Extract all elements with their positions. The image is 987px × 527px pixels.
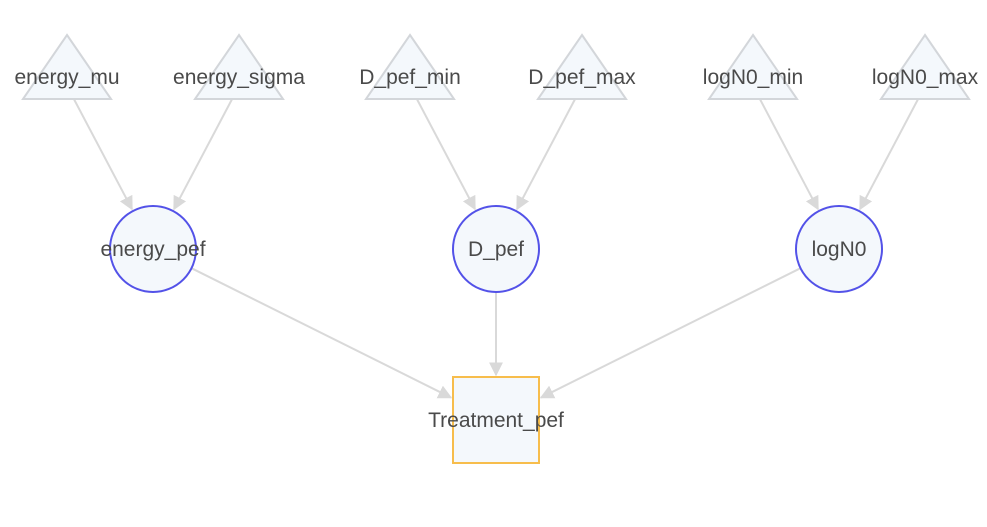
edge-energy_mu-to-energy_pef bbox=[72, 98, 133, 211]
node-D_pef[interactable]: D_pef bbox=[452, 205, 540, 293]
node-label: D_pef_max bbox=[528, 66, 636, 89]
node-label: logN0 bbox=[812, 238, 867, 261]
node-label: energy_sigma bbox=[173, 66, 305, 89]
circle-icon bbox=[109, 205, 197, 293]
node-label: Treatment_pef bbox=[428, 409, 564, 432]
circle-icon bbox=[795, 205, 883, 293]
circle-icon bbox=[452, 205, 540, 293]
triangle-icon bbox=[21, 33, 113, 100]
node-label: energy_mu bbox=[14, 66, 119, 89]
triangle-icon bbox=[707, 33, 799, 100]
node-Treatment_pef[interactable]: Treatment_pef bbox=[428, 376, 564, 464]
node-logN0[interactable]: logN0 bbox=[795, 205, 883, 293]
edge-energy_sigma-to-energy_pef bbox=[173, 98, 234, 211]
node-logN0_min[interactable]: logN0_min bbox=[703, 33, 803, 100]
triangle-icon bbox=[879, 33, 971, 100]
edge-logN0-to-Treatment_pef bbox=[539, 267, 801, 399]
edge-D_pef_max-to-D_pef bbox=[516, 98, 577, 211]
node-energy_mu[interactable]: energy_mu bbox=[14, 33, 120, 100]
triangle-icon bbox=[364, 33, 456, 100]
node-energy_pef[interactable]: energy_pef bbox=[100, 205, 206, 293]
node-label: D_pef_min bbox=[359, 66, 461, 89]
node-label: logN0_min bbox=[703, 66, 803, 89]
node-logN0_max[interactable]: logN0_max bbox=[872, 33, 979, 100]
edge-logN0_max-to-logN0 bbox=[859, 98, 920, 211]
edge-logN0_min-to-logN0 bbox=[758, 98, 819, 211]
node-label: D_pef bbox=[468, 238, 524, 261]
triangle-icon bbox=[536, 33, 628, 100]
node-label: logN0_max bbox=[872, 66, 979, 89]
node-D_pef_max[interactable]: D_pef_max bbox=[528, 33, 636, 100]
node-energy_sigma[interactable]: energy_sigma bbox=[173, 33, 305, 100]
node-label: energy_pef bbox=[100, 238, 205, 261]
edges-layer bbox=[72, 98, 920, 399]
square-icon bbox=[452, 376, 540, 464]
edge-D_pef_min-to-D_pef bbox=[415, 98, 476, 211]
node-D_pef_min[interactable]: D_pef_min bbox=[359, 33, 461, 100]
triangle-icon bbox=[193, 33, 285, 100]
edge-energy_pef-to-Treatment_pef bbox=[191, 267, 453, 399]
